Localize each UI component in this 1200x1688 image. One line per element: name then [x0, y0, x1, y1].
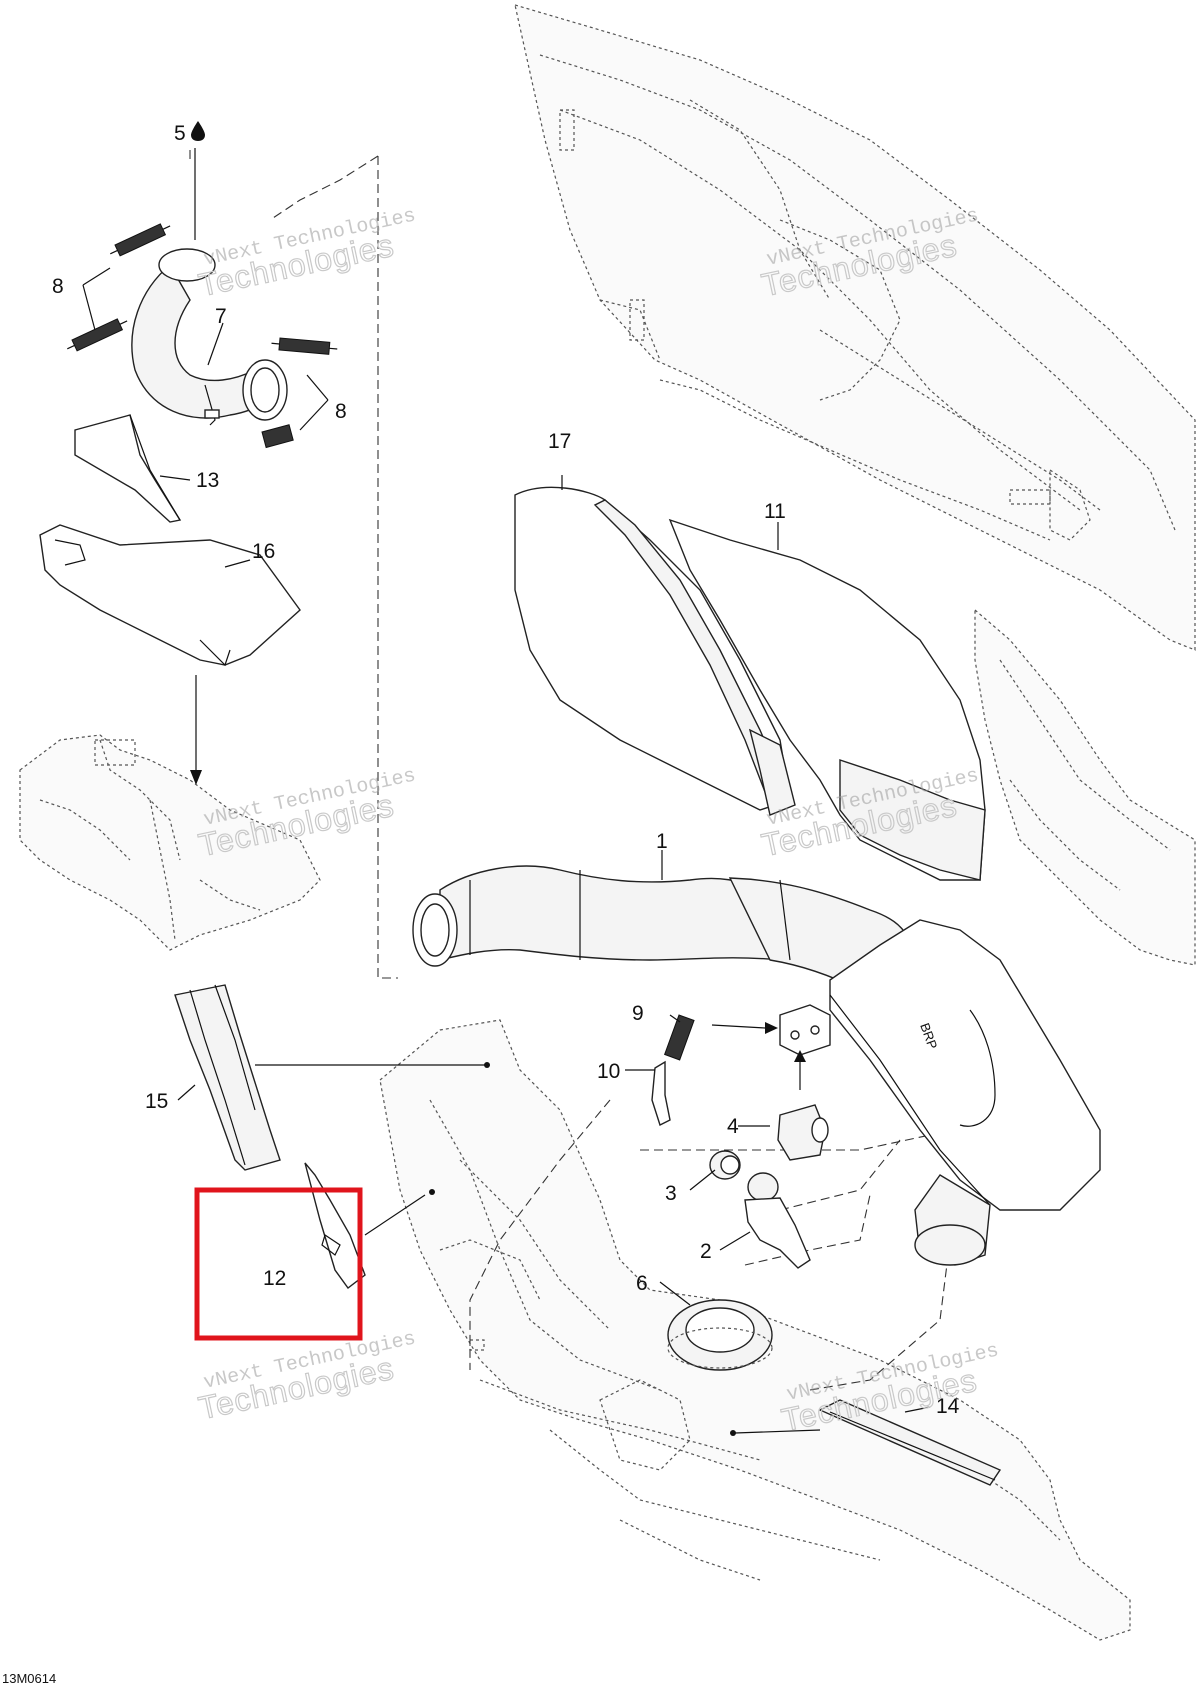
part-9-bracket [779, 1004, 831, 1090]
callout-2: 2 [700, 1240, 712, 1263]
part-8-springs [67, 223, 338, 449]
callout-5: 5 [174, 122, 186, 145]
callout-10: 10 [597, 1060, 620, 1083]
watermark-1: vNext Technologies Technologies [195, 204, 418, 303]
spring-1 [110, 223, 171, 257]
leader-lines [82, 148, 931, 1436]
callout-1: 1 [656, 830, 668, 853]
left-bracket-ghost [19, 734, 321, 951]
callout-14: 14 [936, 1395, 960, 1418]
oil-drop-icon [191, 121, 205, 141]
side-panel-ghost [974, 608, 1196, 966]
callout-13: 13 [196, 469, 219, 492]
part-6-grommet [667, 1299, 773, 1371]
callout-6: 6 [636, 1272, 648, 1295]
assembly-lines [189, 150, 951, 1391]
callout-3: 3 [665, 1182, 677, 1205]
watermark-3: vNext Technologies Technologies [195, 764, 418, 863]
drawing-code: 13M0614 [2, 1671, 56, 1686]
part-17-heat-shield [514, 486, 796, 816]
callout-15: 15 [145, 1090, 168, 1113]
watermark-5: vNext Technologies Technologies [195, 1327, 418, 1426]
part-13-shield [74, 414, 182, 523]
callout-12: 12 [263, 1267, 286, 1290]
callout-8-lower: 8 [335, 400, 347, 423]
spring-2 [67, 318, 128, 352]
callouts: 5 8 7 8 13 16 17 11 1 9 10 4 3 2 6 14 15… [52, 121, 960, 1418]
part-14-strip [818, 1399, 1002, 1486]
highlight-box-callout-12 [194, 1187, 363, 1341]
callout-7: 7 [215, 305, 227, 328]
part-9-spring [663, 1014, 778, 1061]
callout-4: 4 [727, 1115, 739, 1138]
part-1-muffler: BRP [412, 865, 1101, 1266]
callout-16: 16 [252, 540, 275, 563]
part-7-elbow [131, 248, 288, 426]
part-10-bracket [651, 1060, 671, 1126]
spring-3 [271, 337, 338, 355]
body-panel-ghost [514, 4, 1196, 651]
callout-8-upper: 8 [52, 275, 64, 298]
part-11-heat-shield [668, 518, 986, 881]
callout-17: 17 [548, 430, 571, 453]
callout-9: 9 [632, 1002, 644, 1025]
part-12-clip [304, 1162, 366, 1289]
part-15-rail [174, 984, 281, 1171]
part-16-plate [39, 524, 301, 785]
spring-4 [261, 424, 294, 449]
callout-11: 11 [764, 500, 786, 523]
part-3-grommet [709, 1150, 741, 1180]
part-2-bracket [744, 1172, 811, 1269]
part-4-isolator [777, 1104, 829, 1161]
